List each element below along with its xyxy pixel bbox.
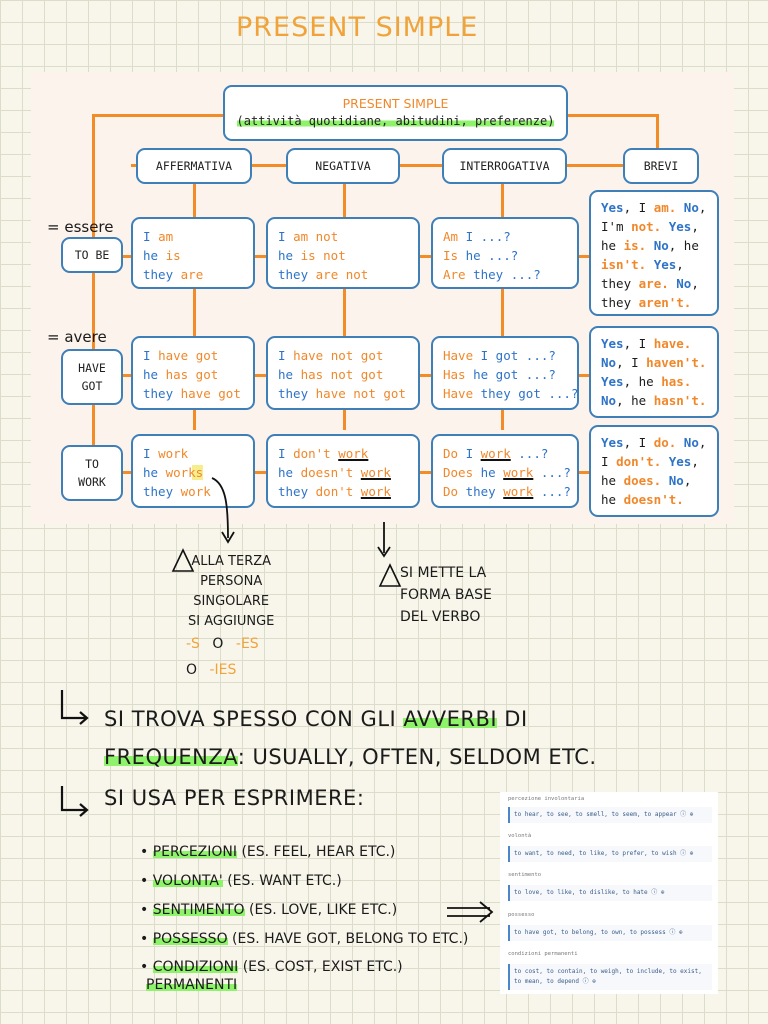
- list-item: he is: [143, 248, 181, 263]
- list-item: they are: [143, 267, 204, 282]
- list-item: • PERCEZIONI (ES. FEEL, HEAR ETC.): [140, 844, 396, 860]
- connector-left-vertical: [92, 114, 95, 472]
- pasted-screenshot: percezione involontaria to hear, to see,…: [500, 792, 718, 994]
- list-item: Have I got ...?: [443, 348, 556, 363]
- header-brevi: BREVI: [623, 148, 699, 184]
- cell-to-be-brevi: Yes, I am. No, I'm not. Yes, he is. No, …: [589, 190, 719, 316]
- connector-top-left: [92, 114, 224, 117]
- list-item: I have not got: [278, 348, 384, 363]
- list-item: Are they ...?: [443, 267, 541, 282]
- cell-to-be-interrogativa: Am I ...? Is he ...? Are they ...?: [431, 217, 579, 289]
- list-item: I work: [143, 446, 189, 461]
- header-interrogativa: INTERROGATIVA: [442, 148, 567, 184]
- cell-to-be-affermativa: I am he is they are: [131, 217, 255, 289]
- annotation-avere: = avere: [47, 328, 107, 346]
- main-subtitle: (attività quotidiane, abitudini, prefere…: [236, 114, 555, 128]
- list-item: he is not: [278, 248, 346, 263]
- connector-brevi-down: [656, 114, 659, 152]
- cell-have-got-negativa: I have not got he has not got they have …: [266, 336, 420, 410]
- arrow-base-form-head: [377, 546, 391, 558]
- header-negativa: NEGATIVA: [286, 148, 400, 184]
- cell-have-got-brevi: Yes, I have. No, I haven't. Yes, he has.…: [589, 326, 719, 418]
- list-item: Have they got ...?: [443, 386, 579, 401]
- cell-to-work-interrogativa: Do I work ...? Does he work ...? Do they…: [431, 434, 579, 508]
- list-item: Yes, I am.: [601, 200, 677, 215]
- list-item: he doesn't work: [278, 465, 391, 480]
- main-title: PRESENT SIMPLE: [342, 96, 449, 111]
- cell-to-be-negativa: I am not he is not they are not: [266, 217, 420, 289]
- cell-to-work-negativa: I don't work he doesn't work they don't …: [266, 434, 420, 508]
- list-item: Yes, he does.: [601, 454, 699, 488]
- warning-icon: [378, 563, 402, 587]
- list-item: • CONDIZIONI (ES. COST, EXIST ETC.): [140, 959, 403, 975]
- connector-top-right: [567, 114, 657, 117]
- cell-to-work-affermativa: I work he works they work: [131, 434, 255, 508]
- list-item: No, he doesn't.: [601, 473, 692, 507]
- header-affermativa: AFFERMATIVA: [136, 148, 252, 184]
- note-third-person: ALLA TERZA PERSONA SINGOLARE SI AGGIUNGE: [188, 554, 275, 629]
- list-item: they are not: [278, 267, 369, 282]
- list-item: they work: [143, 484, 211, 499]
- list-item: he has not got: [278, 367, 384, 382]
- list-item: Yes, I have.: [601, 336, 692, 351]
- list-item: they have not got: [278, 386, 406, 401]
- cell-have-got-interrogativa: Have I got ...? Has he got ...? Have the…: [431, 336, 579, 410]
- list-item: Do I work ...?: [443, 446, 549, 461]
- list-item: Does he work ...?: [443, 465, 571, 480]
- list-item: I don't work: [278, 446, 369, 461]
- return-arrow-icon: [60, 690, 89, 725]
- note-base-form: SI METTE LA FORMA BASE DEL VERBO: [400, 565, 492, 625]
- list-item: I have got: [143, 348, 219, 363]
- list-item: Is he ...?: [443, 248, 519, 263]
- connector-col1: [193, 180, 196, 430]
- note-suffixes-2: O -IES: [186, 662, 237, 678]
- list-item: • SENTIMENTO (ES. LOVE, LIKE ETC.): [140, 902, 398, 918]
- note-frequency: SI TROVA SPESSO CON GLI AVVERBI DI FREQU…: [104, 707, 597, 769]
- list-item: No, I don't.: [601, 435, 707, 469]
- list-item: I am not: [278, 229, 339, 244]
- page-title: PRESENT SIMPLE: [236, 12, 479, 43]
- connector-col2: [343, 180, 346, 430]
- main-title-box: PRESENT SIMPLE (attività quotidiane, abi…: [223, 85, 568, 141]
- cell-have-got-affermativa: I have got he has got they have got: [131, 336, 255, 410]
- list-item: No, he isn't.: [601, 238, 699, 272]
- connector-col3: [501, 180, 504, 430]
- list-item: No, I'm not.: [601, 200, 707, 234]
- list-item: No, I haven't.: [601, 355, 707, 370]
- list-item: Do they work ...?: [443, 484, 571, 499]
- list-item: Yes, he has.: [601, 374, 692, 389]
- return-arrow-icon: [60, 786, 89, 817]
- list-item: No, he hasn't.: [601, 393, 707, 408]
- list-item: Yes, they are.: [601, 257, 684, 291]
- present-simple-diagram: PRESENT SIMPLE (attività quotidiane, abi…: [31, 72, 734, 524]
- uses-list: • PERCEZIONI (ES. FEEL, HEAR ETC.) • VOL…: [140, 838, 468, 994]
- list-item: Yes, he is.: [601, 219, 699, 253]
- row-label-to-be: TO BE: [61, 237, 123, 273]
- list-item: Am I ...?: [443, 229, 511, 244]
- list-item: he works: [143, 465, 204, 480]
- list-item: he has got: [143, 367, 219, 382]
- list-item: • VOLONTA' (ES. WANT ETC.): [140, 873, 342, 889]
- list-item: PERMANENTI: [146, 977, 238, 993]
- list-item: No, they aren't.: [601, 276, 699, 310]
- row-label-have-got: HAVE GOT: [61, 349, 123, 405]
- list-item: I am: [143, 229, 174, 244]
- note-uses-title: SI USA PER ESPRIMERE:: [104, 786, 365, 810]
- list-item: Has he got ...?: [443, 367, 556, 382]
- list-item: they don't work: [278, 484, 391, 499]
- note-suffixes-1: -S O -ES: [186, 636, 259, 652]
- arrow-third-person-head: [221, 531, 235, 544]
- list-item: • POSSESSO (ES. HAVE GOT, BELONG TO ETC.…: [140, 931, 469, 947]
- annotation-essere: = essere: [47, 218, 114, 236]
- list-item: Yes, I do.: [601, 435, 677, 450]
- row-label-to-work: TO WORK: [61, 445, 123, 501]
- cell-to-work-brevi: Yes, I do. No, I don't. Yes, he does. No…: [589, 425, 719, 517]
- list-item: they have got: [143, 386, 241, 401]
